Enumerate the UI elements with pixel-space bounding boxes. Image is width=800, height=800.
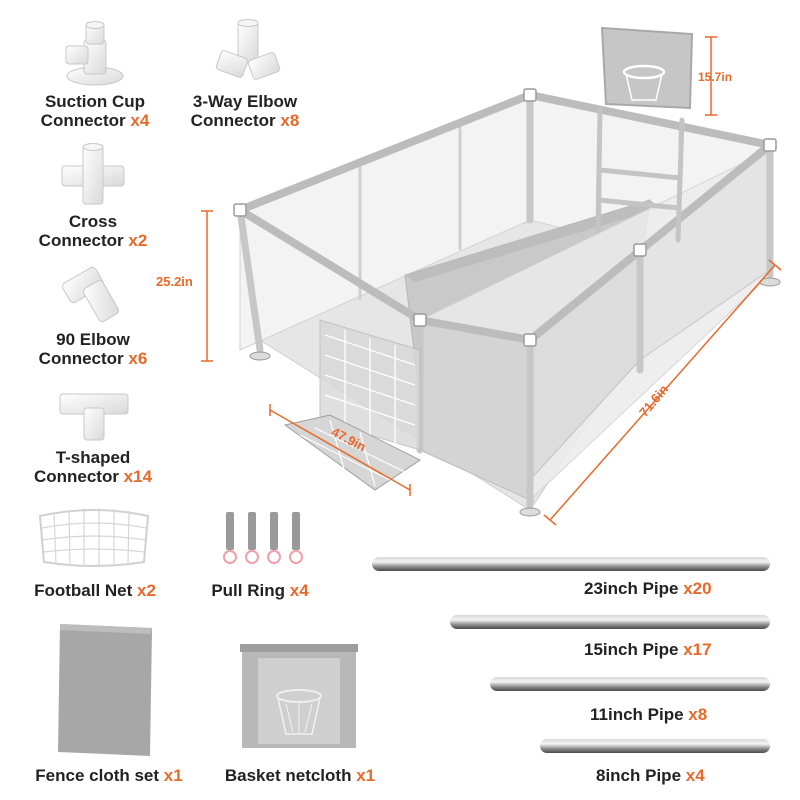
suction-cup-connector-icon [65,21,124,86]
football-net-icon [38,508,150,567]
playpen-illustration [233,26,782,526]
pipe-23inch-icon [372,557,770,571]
pipe-8inch-label: 8inch Pipe x4 [596,766,705,785]
football-net-label: Football Net x2 [34,581,156,600]
fence-cloth-icon [58,624,152,756]
suction-cup-label: Suction Cup Connector x4 [40,92,150,130]
fence-height-label: 25.2in [156,274,193,289]
three-way-elbow-label: 3-Way Elbow Connector x8 [190,92,300,130]
pipe-15inch-icon [450,615,770,629]
basket-netcloth-label: Basket netcloth x1 [224,766,376,785]
pipe-11inch-label: 11inch Pipe x8 [590,705,708,724]
pull-ring-label: Pull Ring x4 [211,581,309,600]
pipe-8inch-icon [540,739,770,753]
pipe-11inch-icon [490,677,770,691]
three-way-elbow-connector-icon [215,19,281,80]
pull-ring-icon [223,512,303,564]
cross-connector-label: Cross Connector x2 [38,212,148,250]
t-shaped-label: T-shaped Connector x14 [33,448,153,486]
fence-cloth-label: Fence cloth set x1 [35,766,183,785]
fence-height-dimension-line [201,210,213,362]
basket-netcloth-icon [240,644,358,748]
hoop-height-dimension-line [705,36,717,116]
cross-connector-icon [61,143,125,205]
ninety-elbow-label: 90 Elbow Connector x6 [38,330,148,368]
pipe-23inch-label: 23inch Pipe x20 [584,579,712,598]
ninety-elbow-connector-icon [62,266,120,322]
pipe-15inch-label: 15inch Pipe x17 [584,640,712,659]
t-shaped-connector-icon [59,393,129,441]
hoop-height-label: 15.7in [698,70,733,84]
